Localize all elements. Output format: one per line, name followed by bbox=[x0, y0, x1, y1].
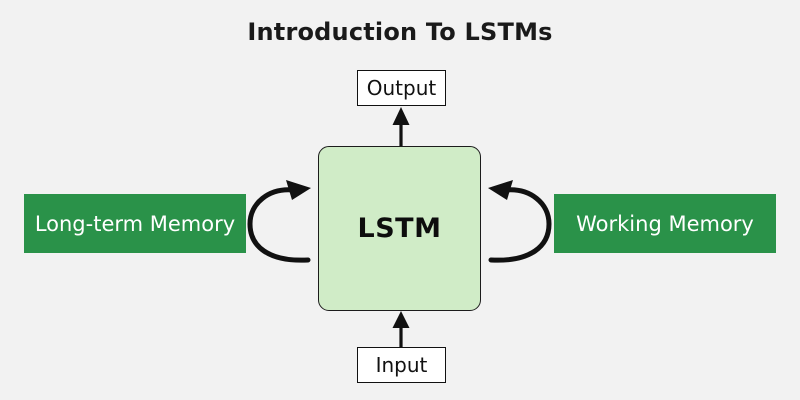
edge-working-memory-loop-icon bbox=[488, 180, 552, 263]
node-output-label: Output bbox=[366, 76, 437, 100]
node-input-label: Input bbox=[375, 353, 428, 377]
page-title: Introduction To LSTMs bbox=[247, 18, 553, 46]
edge-lstm-to-output-icon bbox=[392, 107, 410, 146]
edge-long-term-memory-loop-icon bbox=[247, 180, 311, 263]
node-long-term-memory-label: Long-term Memory bbox=[34, 211, 236, 236]
node-lstm-label: LSTM bbox=[357, 213, 442, 244]
node-working-memory-label: Working Memory bbox=[576, 211, 754, 236]
node-long-term-memory: Long-term Memory bbox=[24, 194, 246, 253]
node-input: Input bbox=[357, 347, 446, 383]
edge-input-to-lstm-icon bbox=[392, 311, 410, 347]
node-working-memory: Working Memory bbox=[554, 194, 776, 253]
node-output: Output bbox=[357, 70, 446, 106]
node-lstm: LSTM bbox=[318, 146, 481, 311]
